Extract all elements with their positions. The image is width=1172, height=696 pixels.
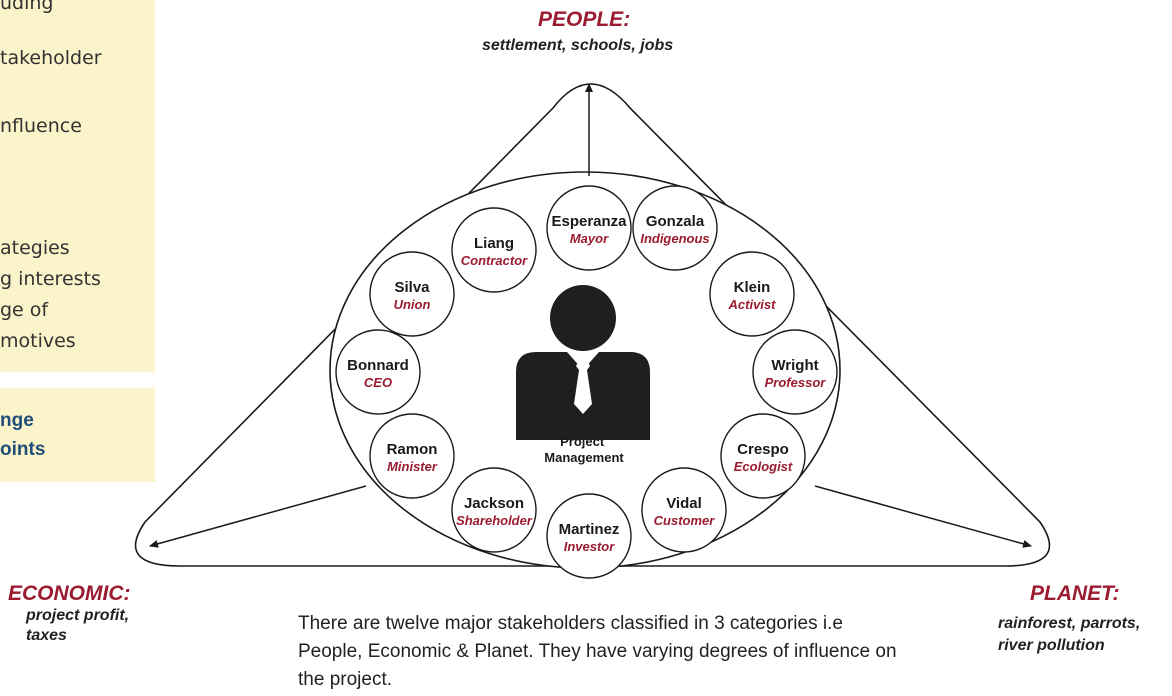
stakeholder-name: Klein <box>734 279 771 296</box>
stakeholder-circle <box>451 467 537 553</box>
side-panel-highlight-text: oints <box>0 439 46 460</box>
center-label: Project Management <box>544 434 624 465</box>
stakeholder-name: Wright <box>771 357 818 374</box>
stakeholder-circle <box>720 413 806 499</box>
stakeholder-name: Bonnard <box>347 357 409 374</box>
side-panel-text: nfluence <box>0 115 82 137</box>
category-economic-subtitle-1: project profit, <box>26 607 130 624</box>
stakeholder-role: Union <box>394 297 431 312</box>
stakeholder-name: Martinez <box>559 521 620 538</box>
stakeholder-circle <box>369 413 455 499</box>
stakeholder-name: Liang <box>474 235 514 252</box>
stakeholder-role: Minister <box>387 459 438 474</box>
category-planet-subtitle-2: river pollution <box>998 637 1105 654</box>
stakeholder-group: EsperanzaMayorGonzalaIndigenousKleinActi… <box>335 185 838 579</box>
arrow-planet <box>814 485 1032 548</box>
category-people-subtitle: settlement, schools, jobs <box>482 37 674 54</box>
stakeholder-circle <box>752 329 838 415</box>
stakeholder-role: Investor <box>564 539 616 554</box>
stakeholder-role: Ecologist <box>734 459 793 474</box>
category-planet-title: PLANET: <box>1030 582 1120 605</box>
stakeholder-circle <box>451 207 537 293</box>
side-panel-highlight: nge oints <box>0 388 155 482</box>
category-economic-title: ECONOMIC: <box>8 582 131 605</box>
stakeholder-circle <box>369 251 455 337</box>
stakeholder-circle <box>546 185 632 271</box>
side-panel-highlight-text: nge <box>0 410 34 431</box>
category-planet-subtitle-1: rainforest, parrots, <box>998 615 1141 632</box>
side-panel-text: takeholder <box>0 47 102 69</box>
stakeholder-circle <box>335 329 421 415</box>
stakeholder-circle <box>546 493 632 579</box>
category-economic-subtitle-2: taxes <box>26 627 67 644</box>
category-people-title: PEOPLE: <box>538 8 631 31</box>
stakeholder-name: Gonzala <box>646 213 705 230</box>
stakeholder-name: Esperanza <box>551 213 627 230</box>
side-panel-text: g interests <box>0 268 101 290</box>
stakeholder-name: Ramon <box>387 441 438 458</box>
stakeholder-role: Indigenous <box>640 231 709 246</box>
stakeholder-role: Shareholder <box>456 513 533 528</box>
stakeholder-circle <box>641 467 727 553</box>
side-panel-text: ge of <box>0 299 49 321</box>
stakeholder-name: Vidal <box>666 495 702 512</box>
arrow-economic <box>149 485 367 548</box>
stakeholder-circle <box>632 185 718 271</box>
stakeholder-role: CEO <box>364 375 392 390</box>
stakeholder-name: Silva <box>394 279 430 296</box>
stakeholder-role: Mayor <box>570 231 609 246</box>
side-panel-text: uding <box>0 0 54 14</box>
diagram-caption: There are twelve major stakeholders clas… <box>298 613 897 690</box>
stakeholder-role: Activist <box>728 297 777 312</box>
stakeholder-role: Customer <box>654 513 716 528</box>
person-icon <box>516 285 650 440</box>
stakeholder-name: Crespo <box>737 441 789 458</box>
stakeholder-circle <box>709 251 795 337</box>
stakeholder-role: Contractor <box>461 253 528 268</box>
side-panel-text: motives <box>0 330 76 352</box>
side-panel-text: ategies <box>0 237 70 259</box>
side-panel: uding takeholder nfluence ategies g inte… <box>0 0 155 372</box>
stakeholder-name: Jackson <box>464 495 524 512</box>
stakeholder-role: Professor <box>765 375 827 390</box>
